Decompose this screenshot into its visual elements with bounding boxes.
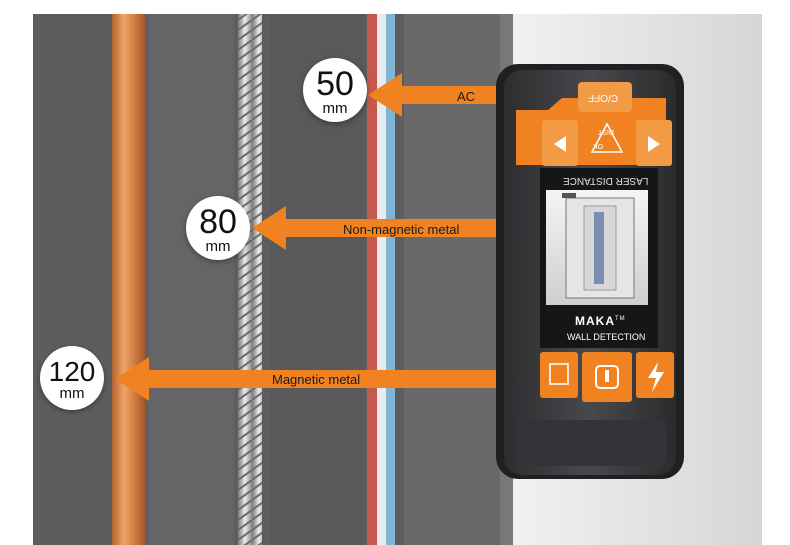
arrow-label-ac: AC [457, 89, 476, 104]
magnetic-distance-value: 120 [48, 356, 96, 387]
ac-distance-unit: mm [322, 100, 348, 117]
distance-bubble-non-magnetic: 80 mm [186, 196, 250, 260]
lightning-icon [648, 362, 664, 392]
arrow-label-non-magnetic: Non-magnetic metal [343, 222, 460, 237]
distance-bubble-magnetic: 120 mm [40, 346, 104, 410]
arrow-0 [368, 73, 525, 117]
dist-label: DIST [598, 128, 614, 135]
screen-laser-distance-text: LASER DISTANCE [563, 175, 649, 186]
arrows [115, 73, 525, 401]
wall-detector-device [496, 64, 684, 479]
power-icon [595, 365, 619, 389]
left-arrow-icon [554, 136, 566, 152]
non-magnetic-distance-unit: mm [205, 238, 231, 255]
rebar [238, 14, 262, 545]
distance-laser-icon [590, 122, 624, 153]
wire-white [377, 14, 386, 545]
ac-distance-value: 50 [316, 65, 354, 103]
power-off-button[interactable] [578, 82, 632, 112]
distance-bubble-ac: 50 mm [303, 58, 367, 122]
arrow-1 [252, 206, 525, 250]
copper-pipe [112, 14, 146, 545]
brand-name: MAKA [575, 314, 615, 328]
ok-label: OK [593, 142, 604, 149]
screen-rebar-icon [594, 212, 604, 284]
power-off-label: C/OFF [588, 92, 618, 103]
arrow-label-magnetic: Magnetic metal [272, 372, 361, 387]
wire-red [367, 14, 377, 545]
non-magnetic-distance-value: 80 [199, 203, 237, 241]
dist-ok-button[interactable] [584, 116, 630, 162]
brand-trademark: TM [615, 316, 626, 322]
wall-mode-icon [549, 363, 569, 385]
wall-detection-label: WALL DETECTION [567, 332, 646, 342]
wall-mode-button[interactable] [540, 352, 578, 398]
arrow-2 [115, 357, 510, 401]
magnetic-distance-unit: mm [59, 385, 85, 402]
wall-band-1 [148, 14, 234, 545]
right-arrow-icon [648, 136, 660, 152]
brand-logo: MAKATM [575, 314, 626, 328]
wire-blue [386, 14, 395, 545]
